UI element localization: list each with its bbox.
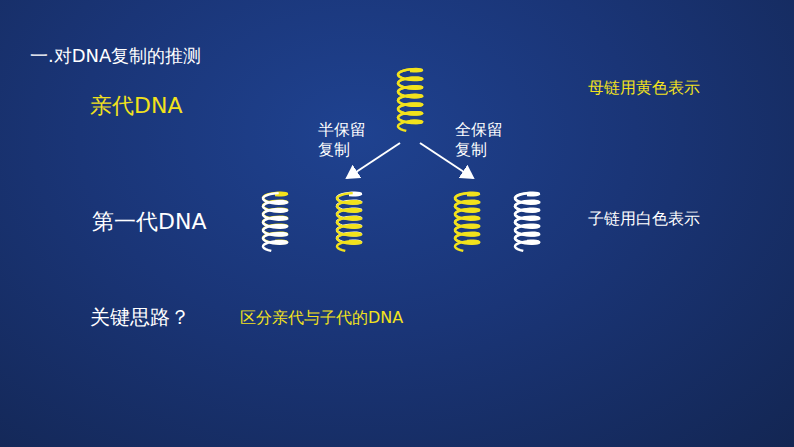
dna-strand [515,193,539,251]
legend-note: 母链用黄色表示 [588,78,700,97]
dna-strand [398,69,422,131]
dna-strand [337,193,361,251]
dna-strand [263,193,287,251]
answer-label: 区分亲代与子代的DNA [240,308,403,327]
legend-note: 子链用白色表示 [588,209,700,228]
dna-strand [455,193,479,251]
arrow-label: 全保留 复制 [455,120,508,160]
generation-label: 第一代DNA [92,209,206,235]
slide-title: 一.对DNA复制的推测 [30,45,201,67]
arrow-semi [347,143,400,178]
arrow-label: 半保留 复制 [318,120,371,160]
parent-label: 亲代DNA [90,93,182,119]
question-label: 关键思路？ [90,305,190,329]
